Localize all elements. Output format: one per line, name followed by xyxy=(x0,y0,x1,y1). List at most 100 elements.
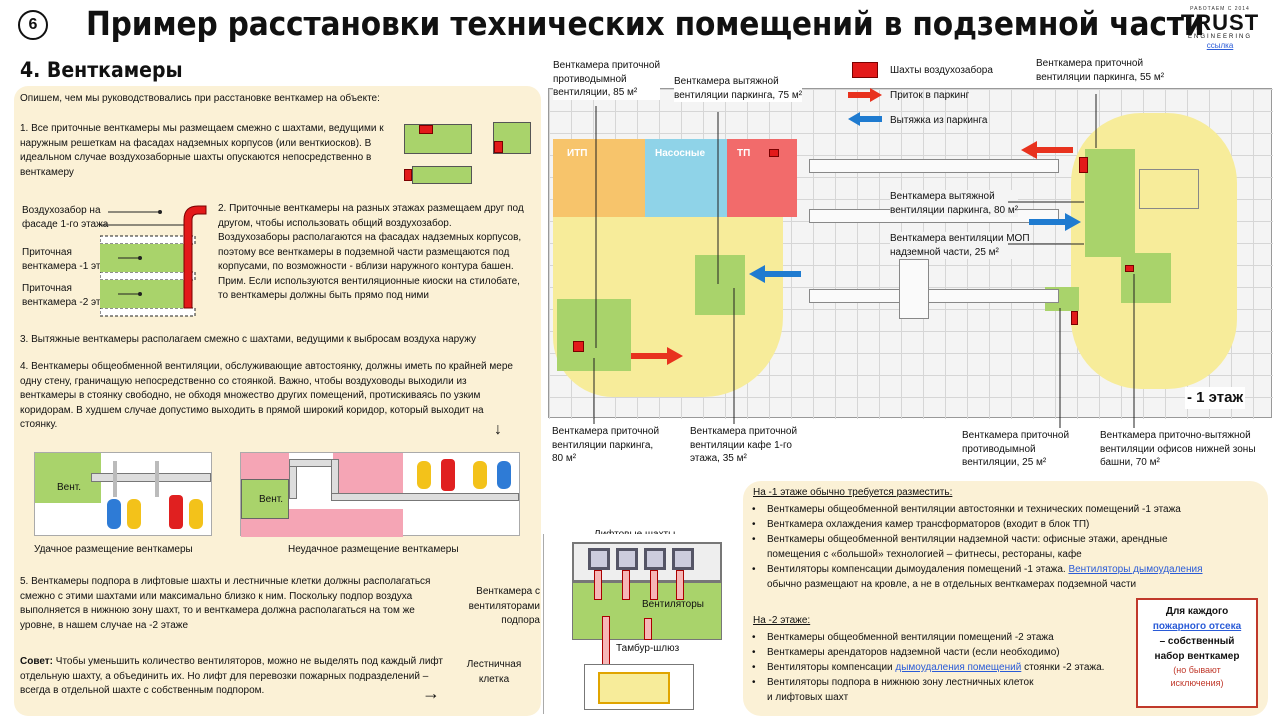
duct xyxy=(91,473,211,482)
plan-room xyxy=(1139,169,1199,209)
minus2-title: На -2 этаже: xyxy=(753,615,811,626)
callout-smoke-supply-25: Венткамера приточной противодымной венти… xyxy=(962,430,1070,468)
advice-text: Совет: Чтобы уменьшить количество вентил… xyxy=(20,655,450,699)
supply-minus2-label: Приточная венткамера -2 этажа xyxy=(22,283,119,308)
intake-label: Воздухозабор на фасаде 1-го этажа xyxy=(22,205,109,230)
shaft-scheme-bottom xyxy=(412,166,472,184)
vent-room xyxy=(1121,253,1171,303)
callout-mop-25: Венткамера вентиляции МОП надземной част… xyxy=(890,232,1030,259)
zone-pumps-label: Насосные xyxy=(655,148,706,159)
corridor-room xyxy=(289,509,403,537)
vent-room-label: Вент. xyxy=(259,494,284,505)
inflow-arrow-icon xyxy=(1021,141,1073,159)
section-diagram xyxy=(100,205,207,317)
minus2-item-tail: стоянки -2 этажа. xyxy=(1021,662,1105,673)
callout-leaders xyxy=(593,94,1135,428)
rule-2-text: 2. Приточные венткамеры на разных этажах… xyxy=(218,203,524,301)
rule-4-text: 4. Венткамеры общеобменной вентиляции, о… xyxy=(20,361,513,430)
shaft-marker xyxy=(404,169,412,181)
fan-unit xyxy=(594,570,602,600)
legend-shaft-swatch xyxy=(852,62,878,78)
duct-branch xyxy=(113,461,117,497)
rule-3-text: 3. Вытяжные венткамеры располагаем смежн… xyxy=(20,334,477,345)
minus1-item: Венткамеры общеобменной вентиляции автос… xyxy=(749,502,1203,517)
section-title: 4. Венткамеры xyxy=(20,58,183,82)
stair-label: Лестничная клетка xyxy=(466,659,522,685)
minus2-item-text: Вентиляторы компенсации xyxy=(767,662,893,673)
logo-wordmark: TRUST xyxy=(1180,10,1260,35)
bad-placement-caption: Неудачное размещение венткамеры xyxy=(288,544,459,555)
trust-engineering-logo: РАБОТАЕМ С 2014 TRUST ENGINEERING ссылка xyxy=(1168,6,1272,62)
zone-itp xyxy=(553,139,645,217)
vent-room xyxy=(241,479,289,519)
smoke-exhaust-link[interactable]: Вентиляторы дымоудаления xyxy=(1068,564,1203,575)
good-placement-diagram: Вент. xyxy=(34,452,212,536)
inflow-arrow-icon xyxy=(631,347,683,365)
vent-room xyxy=(695,255,745,315)
lift-car xyxy=(644,548,666,570)
minus2-item: Вентиляторы компенсации дымоудаления пом… xyxy=(749,660,1104,675)
fire-box-note2: исключения) xyxy=(1170,677,1224,688)
fans-label: Вентиляторы xyxy=(642,599,704,610)
car-icon xyxy=(497,461,511,489)
minus2-item-cont: и лифтовых шахт xyxy=(767,692,849,703)
lift-car xyxy=(588,548,610,570)
legend-inflow-arrow-icon xyxy=(848,88,882,102)
airlock-label: Тамбур-шлюз xyxy=(614,642,682,657)
outflow-arrow-icon xyxy=(749,265,801,283)
fire-compartment-link[interactable]: пожарного отсека xyxy=(1152,621,1242,632)
vent-room xyxy=(1085,149,1135,257)
car-icon xyxy=(189,499,203,529)
right-arrow-icon: → xyxy=(422,683,440,703)
vent-room xyxy=(35,453,101,503)
callout-cafe-supply-35: Венткамера приточной вентиляции кафе 1-г… xyxy=(690,426,798,464)
callout-parking-supply-80: Венткамера приточной вентиляции паркинга… xyxy=(552,426,660,464)
air-shaft-marker xyxy=(1125,265,1134,272)
logo-link[interactable]: ссылка xyxy=(1206,41,1234,50)
minus1-item: Венткамеры общеобменной вентиляции надзе… xyxy=(749,532,1203,562)
outflow-arrow-icon xyxy=(1029,213,1081,231)
fan-unit xyxy=(644,618,652,640)
logo-tagline: РАБОТАЕМ С 2014 xyxy=(1190,6,1250,12)
rule-5-text: 5. Венткамеры подпора в лифтовые шахты и… xyxy=(20,576,431,631)
lift-car xyxy=(672,548,694,570)
stair-highlight xyxy=(598,672,670,704)
shaft-scheme-right xyxy=(493,122,531,154)
air-shaft-marker xyxy=(1071,311,1078,325)
zone-pumps xyxy=(645,139,727,217)
floor-label: - 1 этаж xyxy=(1185,387,1246,409)
minus1-title: На -1 этаже обычно требуется разместить: xyxy=(753,487,953,498)
lift-car xyxy=(616,548,638,570)
page-title: Пример расстановки технических помещений… xyxy=(86,4,1205,43)
car-icon xyxy=(473,461,487,489)
car-icon xyxy=(107,499,121,529)
car-icon xyxy=(127,499,141,529)
left-text-panel xyxy=(14,86,541,716)
callout-parking-exhaust-75: Венткамера вытяжной вентиляции паркинга,… xyxy=(674,75,803,102)
smoke-removal-link[interactable]: дымоудаления помещений xyxy=(895,662,1022,673)
plan-room xyxy=(809,289,1059,303)
shaft-scheme-top xyxy=(404,124,472,154)
air-shaft-marker xyxy=(573,341,584,352)
airlock-duct xyxy=(602,616,610,666)
callout-parking-exhaust-80: Венткамера вытяжной вентиляции паркинга,… xyxy=(890,190,1019,217)
minus2-item: Вентиляторы подпора в нижнюю зону лестни… xyxy=(749,675,1104,705)
car-icon xyxy=(169,495,183,529)
zone-tp xyxy=(727,139,797,217)
fan-unit xyxy=(622,570,630,600)
fire-box-line1: Для каждого xyxy=(1165,606,1229,617)
fans-room-label: Венткамера с вентиляторами подпора xyxy=(468,586,540,626)
minus1-item-cont: помещения с «большой» технологией – фитн… xyxy=(767,549,1082,560)
duct-branch xyxy=(155,461,159,497)
minus2-item: Венткамеры общеобменной вентиляции помещ… xyxy=(749,630,1104,645)
fire-box-line3: – собственный xyxy=(1159,636,1235,647)
callout-smoke-supply-85: Венткамера приточной противодымной венти… xyxy=(553,59,661,100)
minus1-item-text: Венткамеры общеобменной вентиляции надзе… xyxy=(767,534,1168,545)
bad-placement-diagram: Вент. xyxy=(240,452,520,537)
car-icon xyxy=(417,461,431,489)
advice-body: Чтобы уменьшить количество вентиляторов,… xyxy=(20,656,444,696)
fire-box-line4: набор венткамер xyxy=(1154,651,1240,662)
rule-1-text: 1. Все приточные венткамеры мы размещаем… xyxy=(20,123,384,178)
minus1-item: Венткамера охлаждения камер трансформато… xyxy=(749,517,1203,532)
zone-itp-label: ИТП xyxy=(567,148,588,159)
